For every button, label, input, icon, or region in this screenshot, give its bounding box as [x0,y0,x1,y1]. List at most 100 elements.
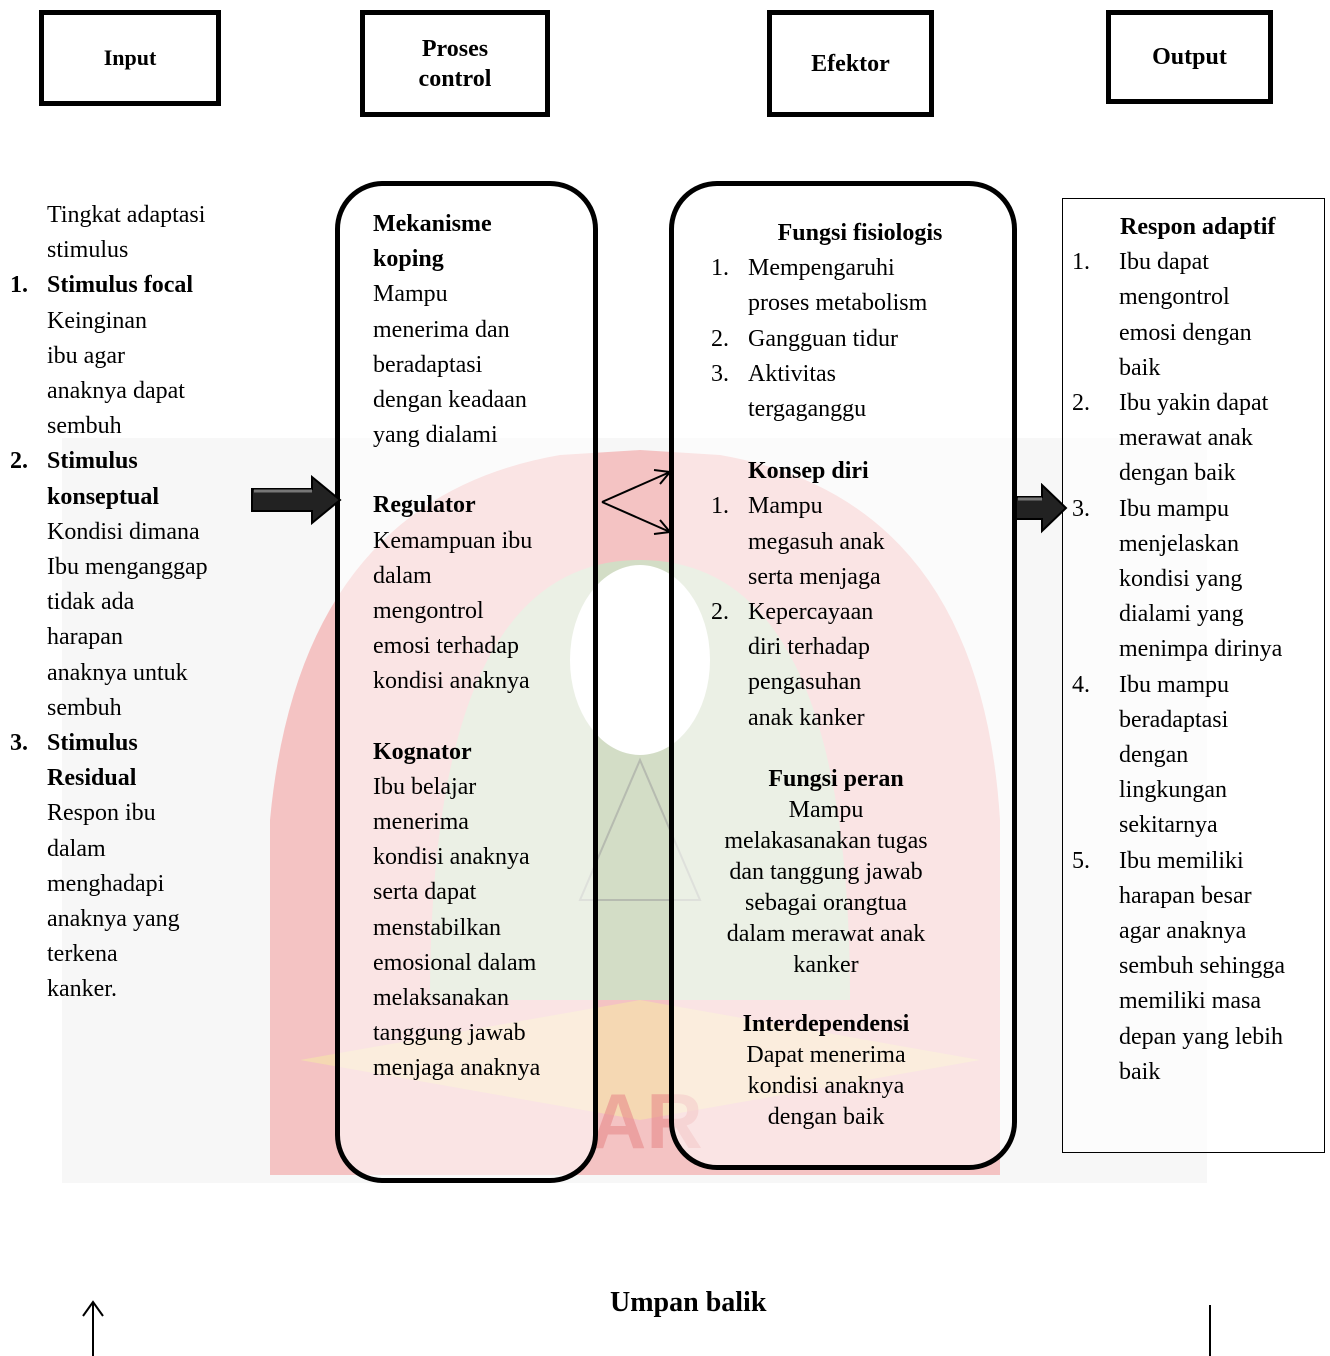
input-item-line: dalam [47,835,106,862]
input-item-title: Residual [47,765,137,792]
input-item-line: Respon ibu [47,800,156,827]
input-item-line: tidak ada [47,589,135,616]
proses-line: menerima dan [373,316,510,343]
efektor-konsep-item: 1. Mampu megasuh anak serta menjaga [700,489,990,595]
list-line: harapan besar [1119,882,1252,909]
list-line: Ibu memiliki [1119,847,1244,874]
proses-line: Mampu [373,281,448,308]
input-item-number: 2. [10,448,28,475]
list-number: 1. [1072,249,1090,276]
proses-line: beradaptasi [373,351,483,378]
input-item-line: Keinginan [47,307,147,334]
input-item-line: anaknya untuk [47,659,188,686]
list-line: dialami yang [1119,601,1244,628]
list-line: Mampu [748,493,823,520]
input-item-line: anaknya yang [47,906,180,933]
list-number: 3. [1072,495,1090,522]
list-line: menimpa dirinya [1119,636,1283,663]
proses-section-title: Regulator [373,492,476,519]
proses-line: emosi terhadap [373,633,519,660]
feedback-label: Umpan balik [610,1287,767,1318]
list-number: 2. [711,325,729,352]
proses-line: menjaga anaknya [373,1055,541,1082]
output-item: 4. Ibu mampu beradaptasi dengan lingkung… [1072,668,1322,844]
input-item-line: sembuh [47,694,122,721]
proses-line: serta dapat [373,879,477,906]
header-efektor-label: Efektor [811,50,890,77]
arrow-proses-to-efektor [601,469,672,535]
input-item-number: 3. [10,730,28,757]
list-line: dengan baik [1119,460,1236,487]
list-line: Ibu dapat [1119,249,1209,276]
efektor-fisiologis-item: 3. Aktivitas tergaganggu [700,357,990,427]
input-column: Tingkat adaptasi stimulus 1. Stimulus fo… [10,198,250,1008]
output-box [1062,198,1325,1153]
input-intro-line: stimulus [47,237,129,264]
proses-line: melaksanakan [373,985,509,1012]
input-item-line: ibu agar [47,342,125,369]
proses-line: Ibu belajar [373,773,477,800]
efektor-peran-title: Fungsi peran [768,766,904,792]
list-line: emosi dengan [1119,319,1252,346]
proses-section-koping: Mekanisme koping Mampu menerima dan bera… [373,207,593,453]
proses-section-title: koping [373,246,444,273]
list-line: serta menjaga [748,563,881,590]
efektor-peran-line: sebagai orangtua [745,890,907,916]
list-line: Ibu mampu [1119,671,1229,698]
efektor-peran-line: kanker [793,952,859,978]
list-line: diri terhadap [748,634,870,661]
efektor-inter-line: dengan baik [767,1104,885,1130]
list-line: tergaganggu [748,396,867,423]
efektor-fisiologis-item: 2. Gangguan tidur [700,322,990,357]
input-item-3: 3. Stimulus Residual Respon ibu dalam me… [10,726,250,1008]
arrow-input-to-proses [251,475,342,526]
proses-line: mengontrol [373,598,484,625]
proses-content: Mekanisme koping Mampu menerima dan bera… [373,207,593,1087]
list-number: 1. [711,493,729,520]
proses-box [335,181,598,1183]
list-line: sembuh sehingga [1119,953,1285,980]
efektor-peran-line: dan tanggung jawab [729,859,923,885]
proses-line: kondisi anaknya [373,668,530,695]
output-item: 2. Ibu yakin dapat merawat anak dengan b… [1072,386,1322,492]
efektor-box [669,181,1017,1170]
proses-section-regulator: Regulator Kemampuan ibu dalam mengontrol… [373,488,593,699]
list-line: Mempengaruhi [748,255,895,282]
output-title: Respon adaptif [1120,214,1276,240]
efektor-inter-line: kondisi anaknya [747,1073,905,1099]
list-line: anak kanker [748,704,865,731]
list-line: megasuh anak [748,528,885,555]
input-item-line: Kondisi dimana [47,518,200,545]
efektor-fisiologis-list: 1. Mempengaruhi proses metabolism 2. Gan… [700,251,990,427]
header-input: Input [39,10,221,106]
list-number: 5. [1072,847,1090,874]
proses-line: dengan keadaan [373,387,527,414]
header-proses-label: Proses control [418,35,492,92]
proses-line: yang dialami [373,422,498,449]
list-line: pengasuhan [748,669,862,696]
list-number: 4. [1072,671,1090,698]
efektor-konsep-list: 1. Mampu megasuh anak serta menjaga 2. K… [700,489,990,735]
input-item-title: konseptual [47,483,160,510]
list-line: Ibu mampu [1119,495,1229,522]
list-number: 2. [1072,390,1090,417]
list-line: baik [1119,1058,1161,1085]
efektor-inter-line: Dapat menerima [746,1042,906,1068]
list-line: menjelaskan [1119,530,1239,557]
proses-line: kondisi anaknya [373,844,530,871]
list-line: proses metabolism [748,290,928,317]
feedback-arrow-up [82,1300,104,1356]
input-item-line: kanker. [47,976,117,1003]
list-line: agar anaknya [1119,918,1247,945]
header-proses: Proses control [360,10,550,117]
efektor-konsep-item: 2. Kepercayaan diri terhadap pengasuhan … [700,595,990,736]
proses-section-kognator: Kognator Ibu belajar menerima kondisi an… [373,735,593,1087]
proses-line: emosional dalam [373,949,537,976]
input-item-number: 1. [10,272,28,299]
proses-line: dalam [373,562,432,589]
efektor-inter-title: Interdependensi [742,1011,910,1037]
input-item-title: Stimulus [47,448,138,475]
proses-line: menstabilkan [373,914,501,941]
input-item-1: 1. Stimulus focal Keinginan ibu agar ana… [10,268,250,444]
efektor-peran-line: dalam merawat anak [726,921,926,947]
